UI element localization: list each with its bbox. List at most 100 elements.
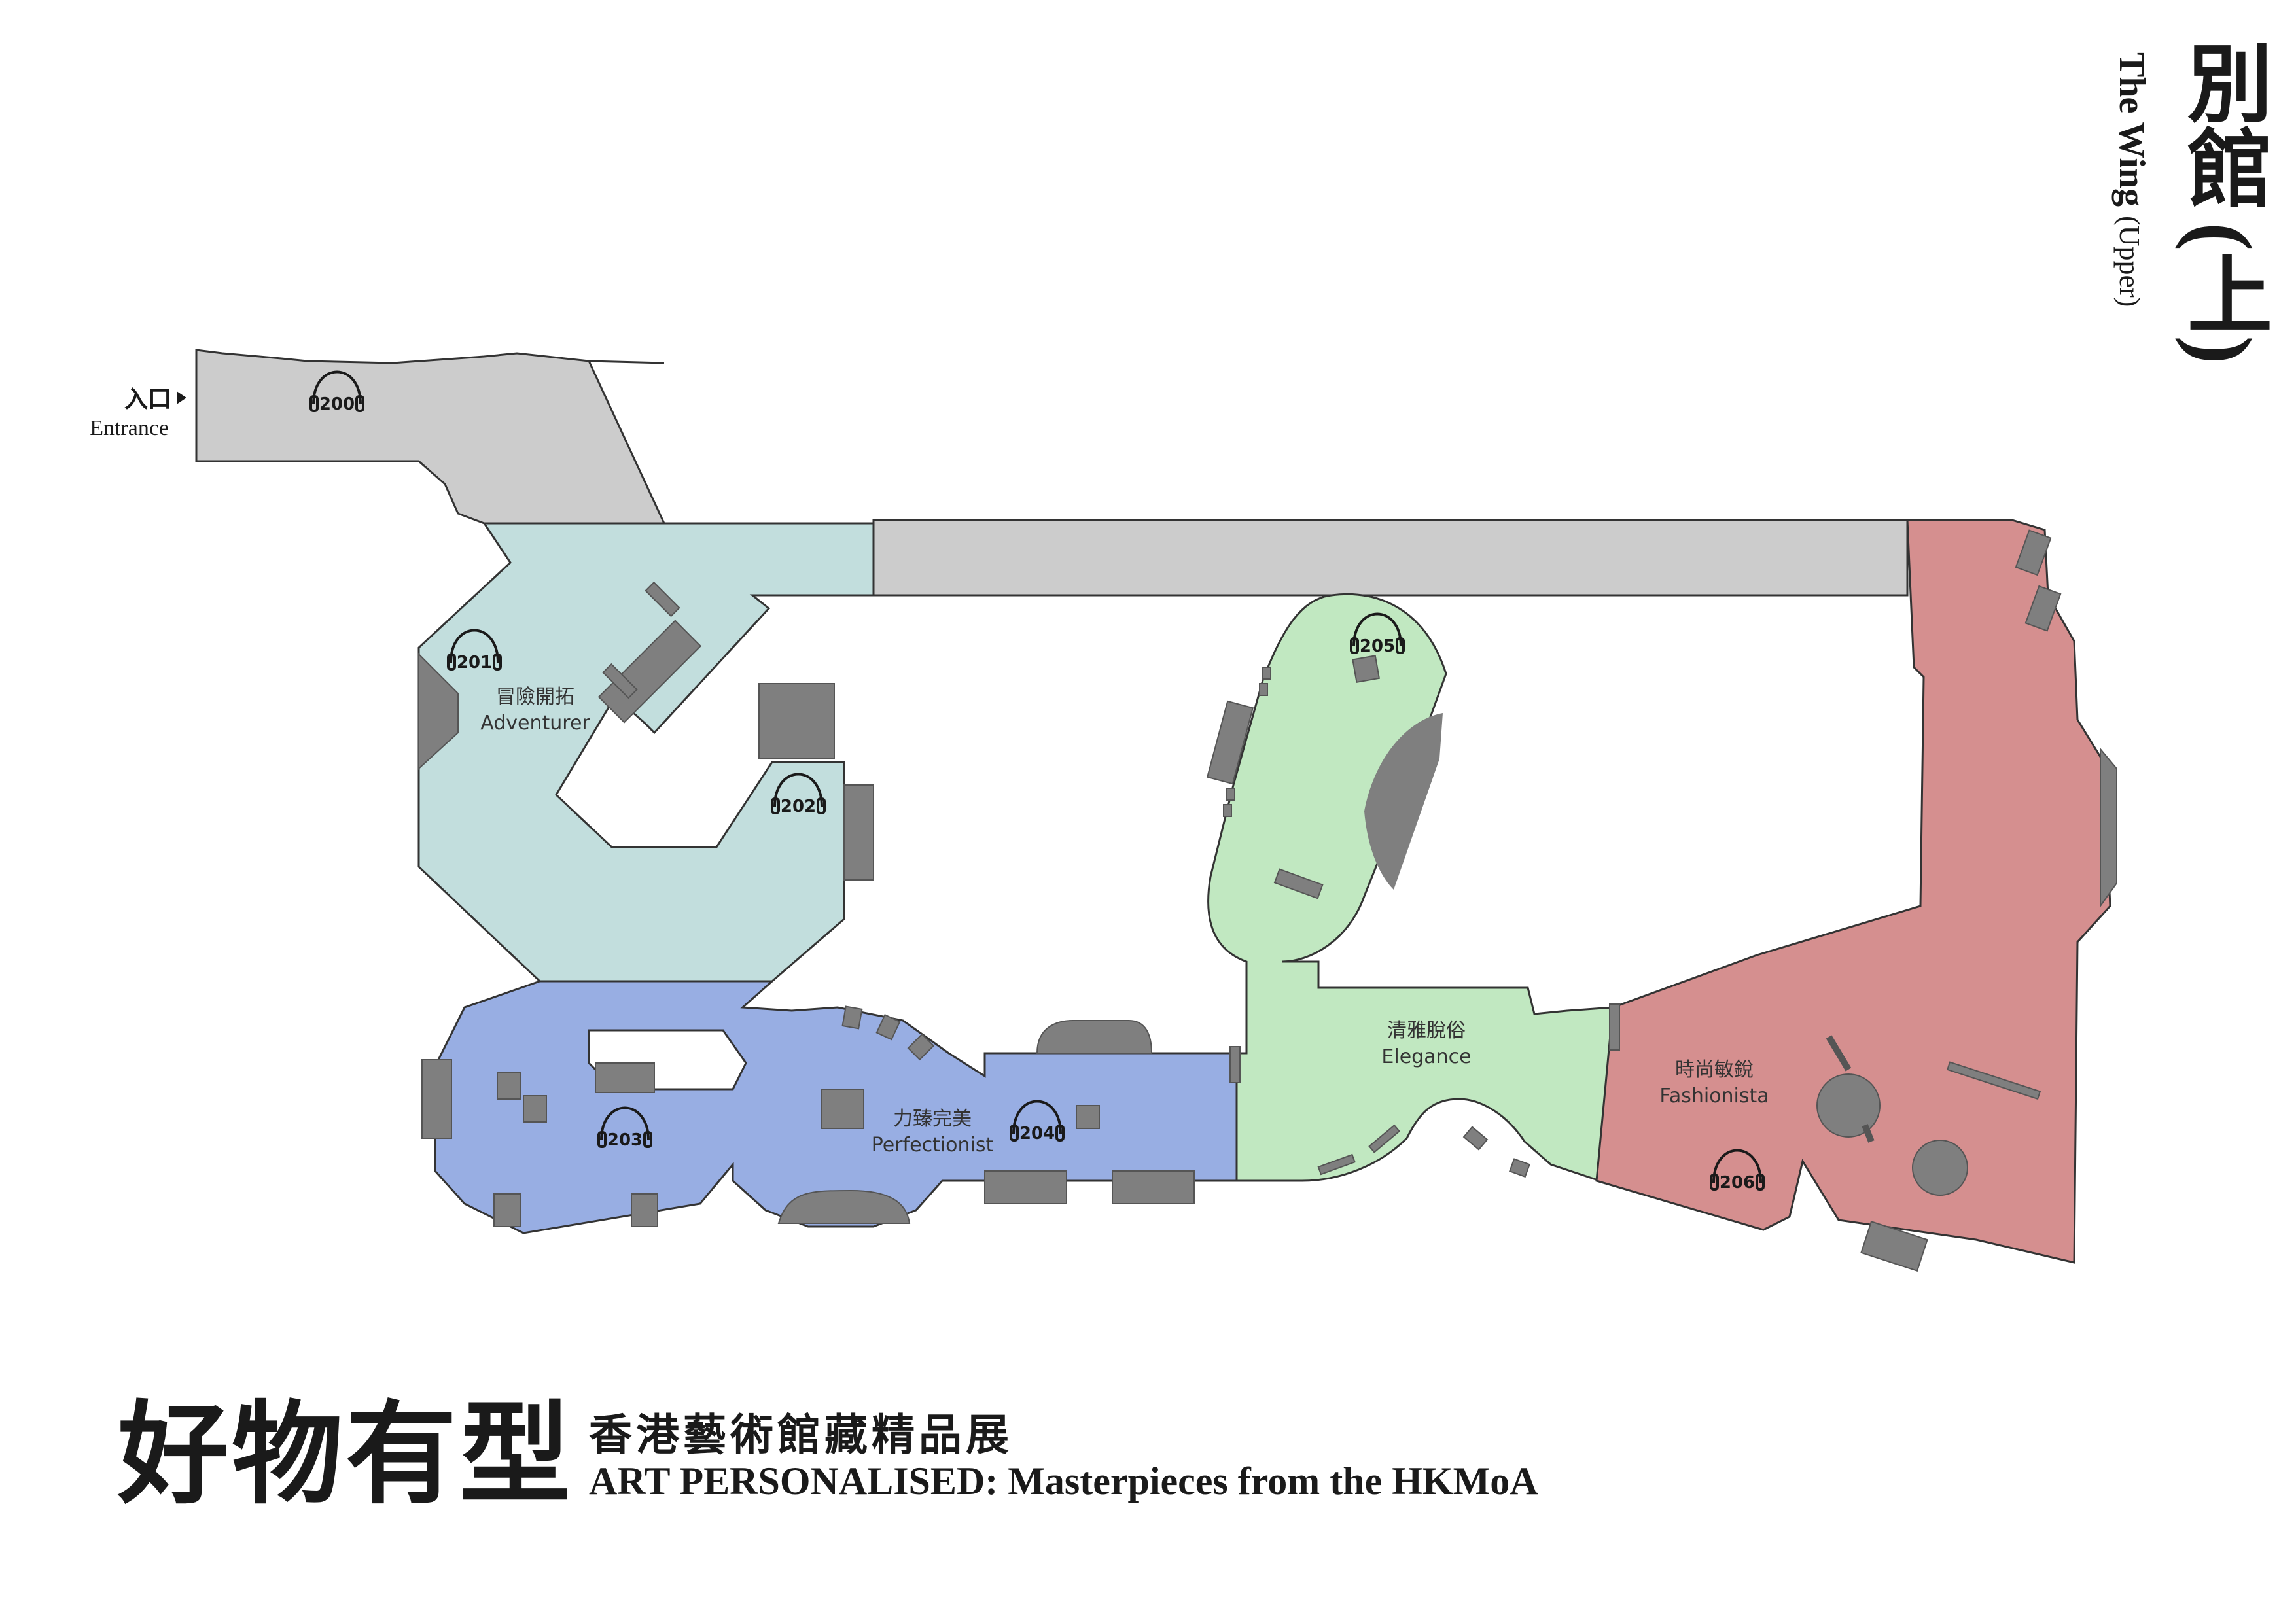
zone-labels: 冒險開拓 Adventurer 力臻完美 Perfectionist 清雅脫俗 … xyxy=(480,686,1769,1157)
exhibit-block xyxy=(758,683,835,759)
zone-label-zh: 冒險開拓 xyxy=(496,686,574,708)
exhibit-block xyxy=(1317,1153,1356,1176)
exhibit-block xyxy=(777,1189,911,1224)
corridor-areas xyxy=(195,349,1909,597)
zone-elegance[interactable] xyxy=(1207,593,1614,1182)
exhibit-block xyxy=(1862,1124,1875,1143)
headphone-cup-icon xyxy=(355,395,364,412)
exhibit-block xyxy=(602,663,638,699)
wing-title: 別館 (上) The Wing (Upper) xyxy=(2094,39,2269,406)
exhibit-block xyxy=(1229,1046,1241,1083)
zone-label-en: Fashionista xyxy=(1659,1085,1769,1108)
exhibit-block xyxy=(1826,1035,1852,1072)
headphone-icon xyxy=(450,629,499,663)
headphone-cup-icon xyxy=(1350,637,1359,654)
headphone-cup-icon xyxy=(597,1131,607,1148)
exhibit-block xyxy=(1262,667,1271,680)
exhibition-subtitle-zh: 香港藝術館藏精品展 xyxy=(589,1412,1013,1459)
exhibit-block xyxy=(1259,683,1268,696)
zone-label-en: Adventurer xyxy=(480,712,590,735)
exhibit-block xyxy=(497,1072,521,1100)
entrance-corridor xyxy=(195,349,666,525)
entrance-marker[interactable]: 入口 Entrance xyxy=(90,386,186,440)
exhibit-block xyxy=(1223,804,1232,817)
headphone-cup-icon xyxy=(1010,1125,1019,1142)
wing-level-en-text: (Upper) xyxy=(2113,216,2146,307)
audio-stops: 200 201 202 203 204 205 206 xyxy=(309,370,1765,1193)
audio-stop[interactable]: 205 xyxy=(1350,612,1405,657)
headphone-cup-icon xyxy=(1710,1174,1719,1191)
exhibit-block xyxy=(421,1059,452,1139)
exhibit-block xyxy=(1112,1170,1195,1204)
audio-stop[interactable]: 202 xyxy=(771,773,826,817)
exhibit-block xyxy=(418,652,459,771)
headphone-cup-icon xyxy=(1055,1125,1065,1142)
headphone-cup-icon xyxy=(309,395,319,412)
exhibit-block xyxy=(1076,1105,1100,1129)
exhibit-block xyxy=(1509,1158,1530,1178)
exhibit-block xyxy=(1206,700,1254,785)
audio-stop-number: 200 xyxy=(319,394,355,414)
wing-level-zh-text: (上) xyxy=(2174,222,2269,364)
exhibition-title-zh: 好物有型 xyxy=(118,1394,574,1517)
audio-stop-number: 205 xyxy=(1360,637,1395,656)
headphone-icon xyxy=(312,370,362,405)
zone-label-zh: 力臻完美 xyxy=(893,1108,972,1130)
headphone-icon xyxy=(1712,1149,1762,1183)
exhibit-block xyxy=(907,1033,935,1061)
exhibit-block xyxy=(1368,1124,1401,1153)
headphone-icon xyxy=(1012,1100,1062,1134)
exhibit-block xyxy=(645,581,680,618)
wing-name-zh: 別館 (上) xyxy=(2172,39,2269,364)
zone-fashionista[interactable] xyxy=(1595,519,2111,1264)
exhibit-block xyxy=(595,1062,655,1093)
exhibition-subtitle-en: ART PERSONALISED: Masterpieces from the … xyxy=(589,1459,1538,1503)
wing-name-en-text: The Wing xyxy=(2111,52,2152,207)
headphone-cup-icon xyxy=(771,797,780,814)
audio-stop-number: 201 xyxy=(457,653,492,672)
exhibit-block xyxy=(1860,1221,1928,1272)
zone-label-en: Elegance xyxy=(1381,1045,1471,1068)
exhibit-block xyxy=(1352,655,1381,684)
headphone-icon xyxy=(600,1106,650,1141)
audio-stop[interactable]: 206 xyxy=(1710,1149,1765,1193)
exhibit-block xyxy=(2100,747,2117,909)
exhibit-block xyxy=(523,1095,547,1123)
exhibit-block xyxy=(631,1193,658,1227)
zone-label-en: Perfectionist xyxy=(872,1134,994,1157)
zone-label-zh: 清雅脫俗 xyxy=(1387,1019,1466,1042)
wing-name-zh-text: 別館 xyxy=(2174,39,2269,209)
wing-name-en: The Wing (Upper) xyxy=(2111,52,2153,307)
exhibit-block xyxy=(1947,1061,2041,1100)
zone-label-zh: 時尚敏銳 xyxy=(1675,1058,1754,1081)
headphone-cup-icon xyxy=(817,797,826,814)
entrance-arrow-icon xyxy=(177,391,186,404)
exhibit-block xyxy=(1036,1020,1153,1054)
upper-corridor xyxy=(872,519,1909,597)
exhibit-block xyxy=(984,1170,1067,1204)
exhibit-blocks xyxy=(418,529,2117,1272)
audio-stop[interactable]: 204 xyxy=(1010,1100,1065,1144)
exhibit-round xyxy=(1912,1140,1968,1196)
audio-stop[interactable]: 203 xyxy=(597,1106,652,1151)
audio-stop[interactable]: 200 xyxy=(309,370,364,415)
exhibit-block xyxy=(875,1014,901,1041)
exhibit-block xyxy=(1226,788,1235,801)
headphone-cup-icon xyxy=(643,1131,652,1148)
headphone-cup-icon xyxy=(1396,637,1405,654)
exhibit-block xyxy=(843,784,874,881)
headphone-icon xyxy=(1352,612,1402,647)
audio-stop-number: 204 xyxy=(1019,1124,1055,1143)
audio-stop[interactable]: 201 xyxy=(447,629,502,673)
exhibit-block xyxy=(841,1005,863,1030)
exhibit-block xyxy=(1609,1003,1620,1051)
exhibit-round xyxy=(1816,1073,1881,1138)
zone-adventurer[interactable] xyxy=(417,522,875,983)
headphone-cup-icon xyxy=(447,654,456,671)
exhibit-block xyxy=(493,1193,521,1227)
entrance-label-zh: 入口 xyxy=(124,386,171,412)
headphone-icon xyxy=(773,773,823,807)
entrance-label-en: Entrance xyxy=(90,416,169,440)
